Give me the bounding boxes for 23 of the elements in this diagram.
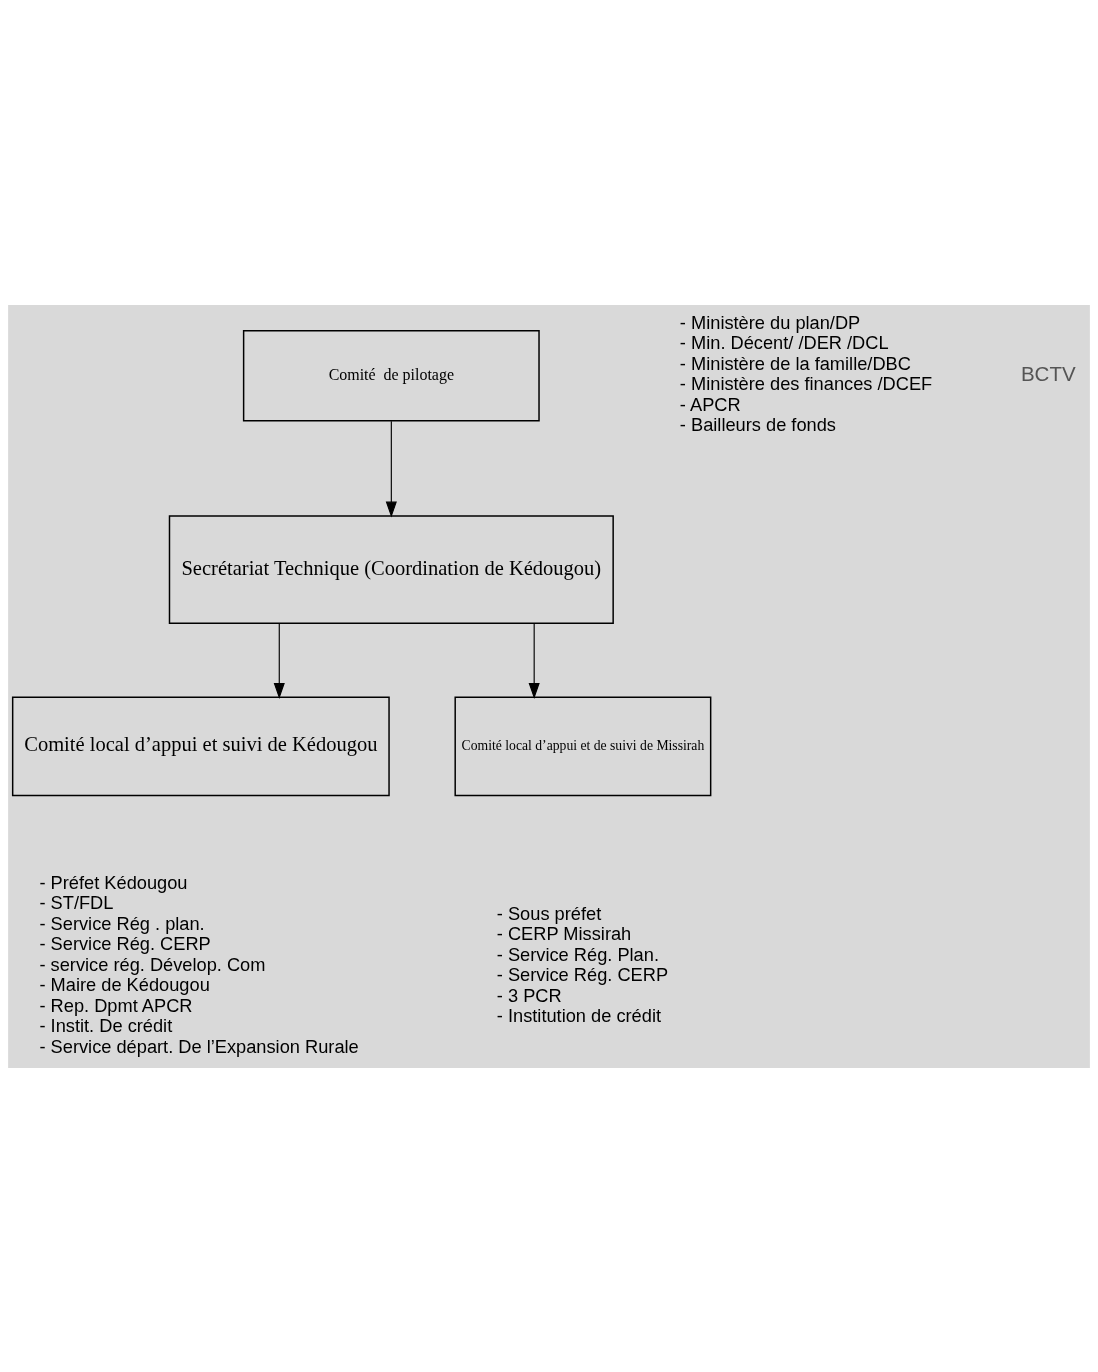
node-label: - Service Rég. Plan. — [496, 943, 659, 965]
node-label: - Ministère des finances /DCEF — [679, 372, 933, 394]
node-box: Comité local d’appui et suivi de Kédougou — [11, 696, 390, 796]
arrow — [273, 622, 285, 699]
node-label: - Préfet Kédougou — [39, 871, 188, 893]
node-label: - service rég. Dévelop. Com — [39, 953, 266, 975]
node-box: Comité de pilotage — [242, 329, 540, 421]
node-label: - Service Rég . plan. — [39, 912, 205, 934]
node-label: - ST/FDL — [39, 891, 114, 913]
node-label: - Bailleurs de fonds — [679, 413, 836, 435]
node-label: - Ministère de la famille/DBC — [679, 352, 911, 374]
node-label: - Sous préfet — [496, 902, 602, 924]
node-label: - 3 PCR — [496, 984, 562, 1006]
arrow — [528, 622, 540, 699]
node-box: Secrétariat Technique (Coordination de Kédougou) — [168, 514, 614, 624]
node-label: - Rep. Dpmt APCR — [39, 994, 193, 1016]
node-label: - Ministère du plan/DP — [679, 311, 861, 333]
label: BCTV — [1020, 361, 1076, 385]
node-label: - Institution de crédit — [496, 1004, 662, 1026]
node-label: - APCR — [679, 393, 741, 415]
node-box: Comité local d’appui et de suivi de Missirah — [454, 696, 712, 796]
arrow — [385, 420, 397, 518]
node-label: - Service départ. De l’Expansion Rurale — [39, 1035, 359, 1057]
